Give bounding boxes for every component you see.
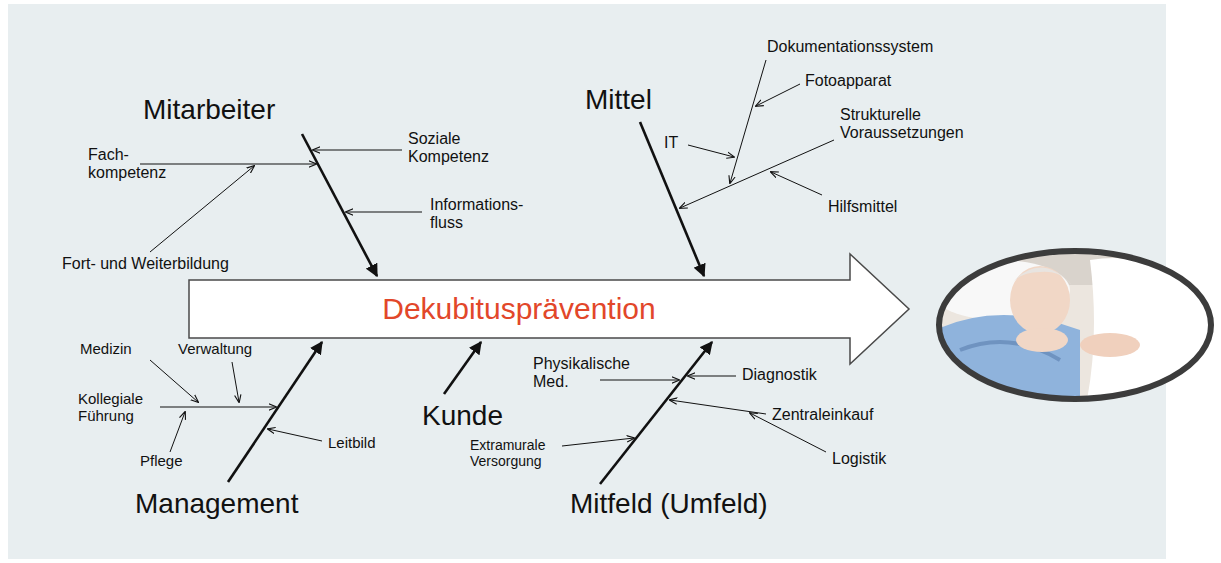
cause-label: Pflege [140, 452, 183, 469]
cause-label: Soziale Kompetenz [408, 130, 503, 167]
cause-label: Logistik [832, 450, 886, 468]
cause-label: Zentraleinkauf [772, 406, 873, 424]
cause-label: Fort- und Weiterbildung [62, 255, 229, 273]
cause-label: Dokumentationssystem [767, 38, 933, 56]
category-label: Mitarbeiter [143, 94, 275, 126]
cause-label: Physikalische Med. [533, 355, 653, 392]
cause-label: Medizin [80, 340, 132, 357]
cause-label: Extramurale Versorgung [470, 437, 570, 469]
cause-label: Diagnostik [742, 366, 817, 384]
background-panel [8, 4, 1166, 559]
cause-label: Hilfsmittel [828, 198, 897, 216]
category-label: Management [135, 488, 298, 520]
effect-title: Dekubitusprävention [382, 292, 656, 327]
spine-arrow: Dekubitusprävention [188, 253, 910, 365]
cause-label: Leitbild [328, 434, 376, 451]
cause-label: Strukturelle Voraussetzungen [840, 106, 990, 143]
cause-label: Verwaltung [178, 340, 252, 357]
cause-label: Kollegiale Führung [78, 390, 173, 425]
cause-arrows [140, 60, 834, 452]
category-label: Kunde [422, 400, 503, 432]
arrow-shape [189, 254, 909, 364]
cause-label: Informations- fluss [430, 196, 545, 233]
category-label: Mittel [585, 84, 652, 116]
category-label: Mitfeld (Umfeld) [570, 488, 768, 520]
cause-label: IT [664, 134, 678, 152]
cause-label: Fotoapparat [805, 72, 891, 90]
cause-label: Fach- kompetenz [88, 146, 178, 183]
patient-photo [930, 245, 1220, 410]
